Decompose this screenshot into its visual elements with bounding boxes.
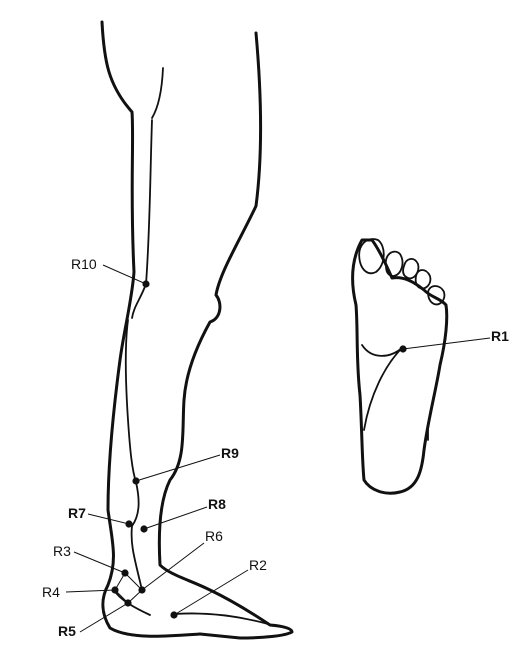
point-r2: R2 <box>170 557 267 619</box>
point-r1: R1 <box>399 328 509 353</box>
ankle-point-box <box>114 572 143 604</box>
leg-front-outline <box>157 31 294 640</box>
point-r9-dot <box>132 477 140 485</box>
arch-line <box>363 347 403 431</box>
knee-crease <box>131 119 153 319</box>
point-r10-label: R10 <box>71 256 97 272</box>
toe-4 <box>414 269 432 290</box>
point-r10: R10 <box>71 256 150 288</box>
point-r3: R3 <box>53 543 129 577</box>
achilles-line <box>130 481 143 591</box>
point-r7-label: R7 <box>68 505 86 521</box>
leg-illustration <box>100 20 294 640</box>
point-r10-dot <box>142 280 150 288</box>
big-toe <box>358 238 385 275</box>
point-r6-label: R6 <box>205 528 223 544</box>
point-r1-label: R1 <box>491 328 509 344</box>
point-r3-label: R3 <box>53 543 71 559</box>
thigh-crease <box>151 67 164 119</box>
point-r6: R6 <box>138 528 223 594</box>
point-r4: R4 <box>42 584 119 600</box>
point-r5: R5 <box>58 599 132 639</box>
point-r5-label: R5 <box>58 623 76 639</box>
point-r1-dot <box>399 345 407 353</box>
point-r7-dot <box>125 520 133 528</box>
point-r9: R9 <box>132 445 239 485</box>
instep-line <box>174 612 269 625</box>
point-r4-label: R4 <box>42 584 60 600</box>
point-r8-dot <box>140 525 148 533</box>
point-r2-dot <box>170 611 178 619</box>
point-r7: R7 <box>68 505 133 528</box>
point-r9-label: R9 <box>221 445 239 461</box>
calf-inner-line <box>124 319 137 483</box>
point-r2-label: R2 <box>249 557 267 573</box>
toe-5 <box>427 285 446 306</box>
toe-2 <box>384 250 404 277</box>
foot-sole-illustration <box>351 238 449 495</box>
point-r8-label: R8 <box>208 496 226 512</box>
sole-outline <box>351 238 449 495</box>
point-r8: R8 <box>140 496 226 533</box>
leg-back-outline <box>100 20 202 638</box>
